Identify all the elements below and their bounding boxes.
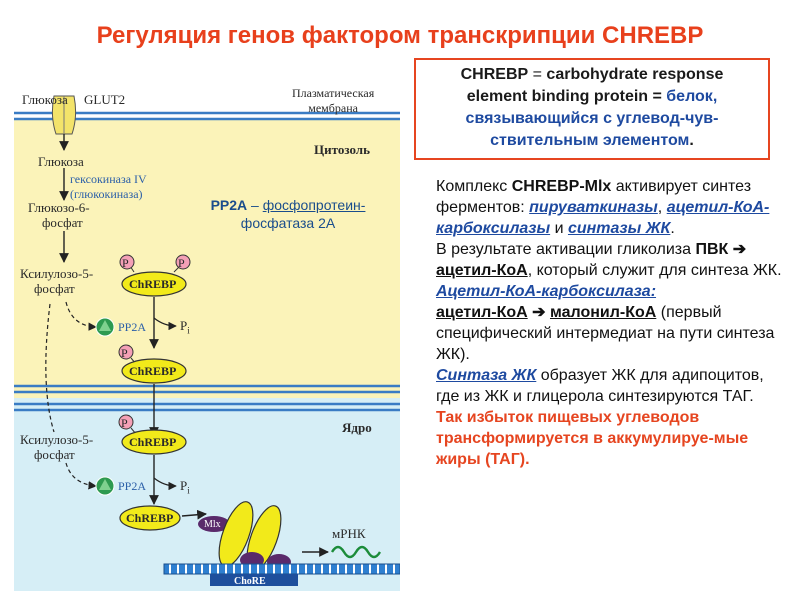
chrebp-label: ChREBP [129, 435, 177, 449]
xylulose-5-phosphate-label: Ксилулозо-5-фосфат [20, 266, 94, 296]
mlx-label: Mlx [204, 519, 221, 530]
chrebp-phospho-cytosol [121, 271, 187, 297]
inorganic-phosphate-label: Pi [180, 478, 190, 496]
phosphate-icon [119, 254, 135, 270]
mlx-protein [198, 516, 230, 532]
explanation-text: Комплекс CHREBP-Mlx активирует синтез фе… [416, 176, 786, 470]
paragraph-acc: Ацетил-КоА-карбоксилаза: ацетил-КоА ➔ ма… [436, 283, 775, 363]
glucose-inside-label: Глюкоза [38, 154, 84, 169]
phosphate-label: P [178, 256, 185, 270]
hexokinase-label: гексокиназа IV(глюкокиназа) [70, 172, 147, 201]
chrebp-translocating [121, 358, 187, 384]
phosphate-label: P [122, 256, 129, 270]
chore-element [210, 574, 298, 586]
glucose-outside-label: Глюкоза [22, 92, 68, 107]
chrebp-label: ChREBP [126, 511, 174, 525]
phosphate-label: P [121, 416, 128, 430]
paragraph-glycolysis: В результате активации гликолиза ПВК ➔ а… [436, 241, 782, 279]
chrebp-label: ChREBP [129, 364, 177, 378]
glut2-label: GLUT2 [84, 92, 126, 107]
phosphate-icon [175, 254, 191, 270]
pp2a-label: PP2A [118, 320, 147, 334]
chrebp-definition-box: CHREBP = carbohydrate response element b… [414, 58, 770, 160]
glucose-6-phosphate-label: Глюкозо-6-фосфат [28, 200, 90, 230]
xylulose-5-phosphate-nucleus-label: Ксилулозо-5-фосфат [20, 432, 94, 462]
phosphate-icon [118, 344, 134, 360]
pp2a-definition-note: PP2A – фосфопротеин- фосфатаза 2А [210, 197, 366, 231]
phosphate-icon [118, 414, 134, 430]
pp2a-label: PP2A [118, 479, 147, 493]
dna-strand [163, 563, 400, 575]
chrebp-phospho-nucleus [121, 429, 187, 455]
chrebp-label: ChREBP [129, 277, 177, 291]
phosphate-label: P [121, 346, 128, 360]
paragraph-fas: Синтаза ЖК образует ЖК для адипоцитов, г… [436, 367, 764, 405]
nucleus-region [14, 398, 400, 591]
paragraph-complex: Комплекс CHREBP-Mlx активирует синтез фе… [436, 178, 770, 237]
cytosol-region [14, 118, 400, 398]
inorganic-phosphate-label: Pi [180, 318, 190, 336]
chore-label: ChoRE [234, 576, 266, 587]
cytosol-label: Цитозоль [314, 142, 370, 157]
paragraph-conclusion: Так избыток пищевых углеводов трансформи… [436, 409, 749, 468]
chrebp-dephospho [119, 505, 181, 531]
mrna-label: мРНК [332, 526, 366, 541]
mrna-strand [330, 545, 382, 559]
diagram-canvas [14, 86, 400, 591]
nucleus-label: Ядро [342, 420, 372, 435]
page-title: Регуляция генов фактором транскрипции CH… [96, 22, 704, 49]
